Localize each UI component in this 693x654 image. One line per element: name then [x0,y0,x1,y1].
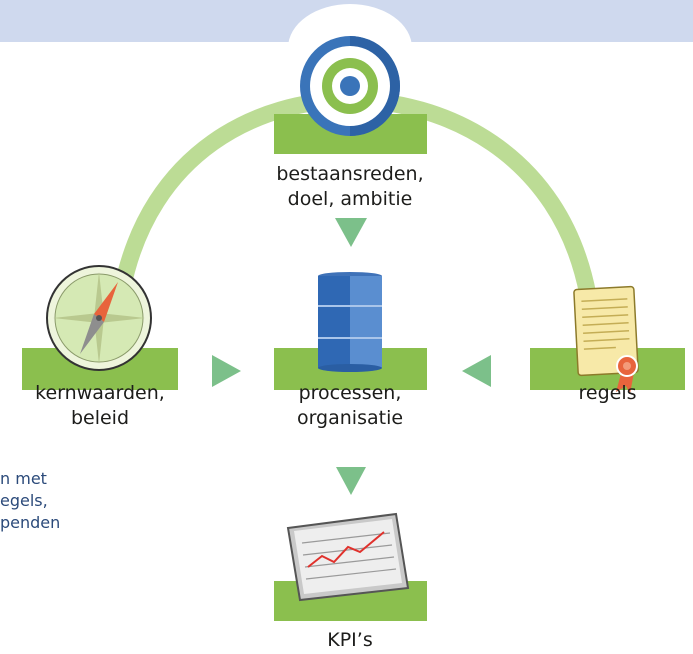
arrow-down-process-to-kpi [336,467,366,495]
label-rules: regels [578,382,637,404]
barrel-icon [318,272,382,372]
side-note-text: n met egels, penden [0,469,61,532]
label-values: kernwaarden, beleid [35,382,165,429]
arrow-down-purpose-to-process [335,218,367,247]
arrow-left-rules-to-process [462,355,491,387]
certificate-icon [573,285,639,394]
label-purpose: bestaansreden, doel, ambitie [276,163,424,210]
compass-icon [46,265,152,371]
label-kpi: KPI’s [327,629,373,651]
arrow-right-values-to-process [212,355,241,387]
target-icon [300,36,400,136]
line-chart-board-icon [286,512,410,602]
label-process: processen, organisatie [296,382,404,429]
